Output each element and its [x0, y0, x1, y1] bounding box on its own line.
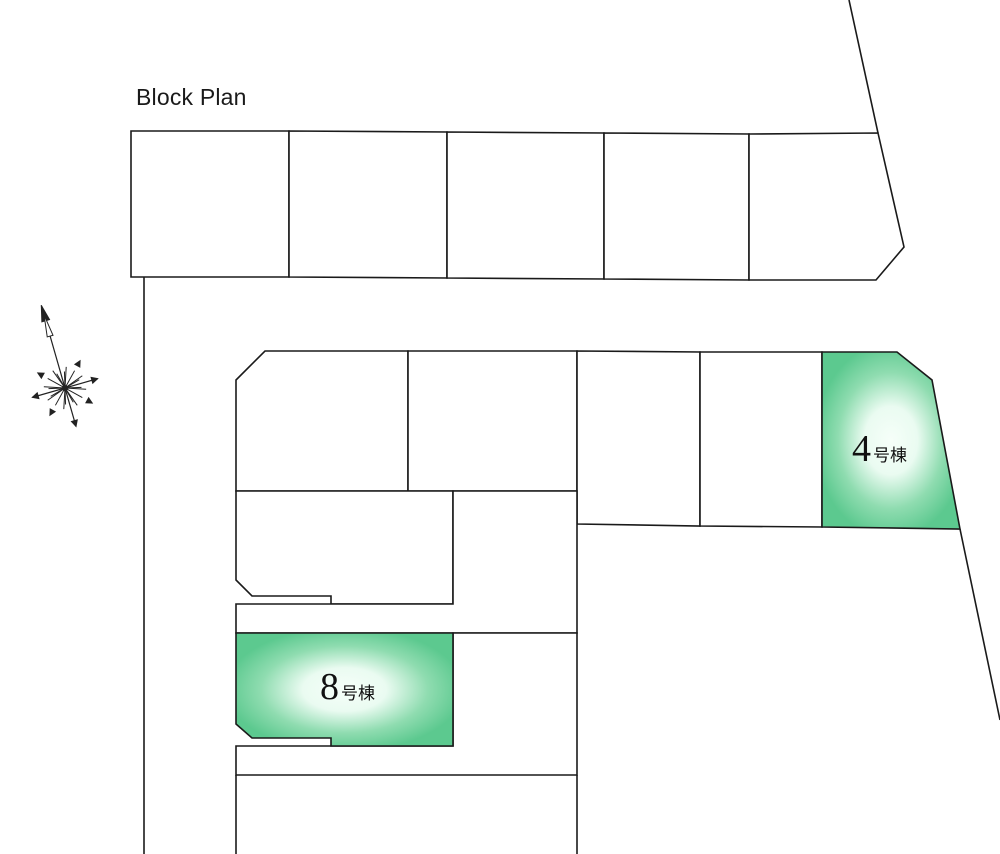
lot-north-2 [407, 350, 578, 492]
lot-top-4 [603, 132, 750, 281]
lot-north-3 [576, 350, 701, 527]
lot-top-2 [288, 130, 448, 279]
lot-8[interactable] [235, 632, 454, 747]
lot-top-1 [130, 130, 290, 278]
east-road-edge [959, 528, 1000, 721]
plan-title: Block Plan [136, 84, 247, 110]
lot-4[interactable] [821, 351, 961, 530]
north-arrow-icon [31, 305, 99, 428]
lot-middle-left [235, 490, 454, 605]
main-block [235, 350, 961, 854]
lot-north-4 [699, 351, 823, 528]
top-block [130, 130, 905, 281]
lot-top-5 [748, 132, 905, 281]
lot-corner-nw [235, 350, 409, 492]
lot-top-3 [446, 131, 605, 280]
east-boundary-line [848, 0, 879, 134]
